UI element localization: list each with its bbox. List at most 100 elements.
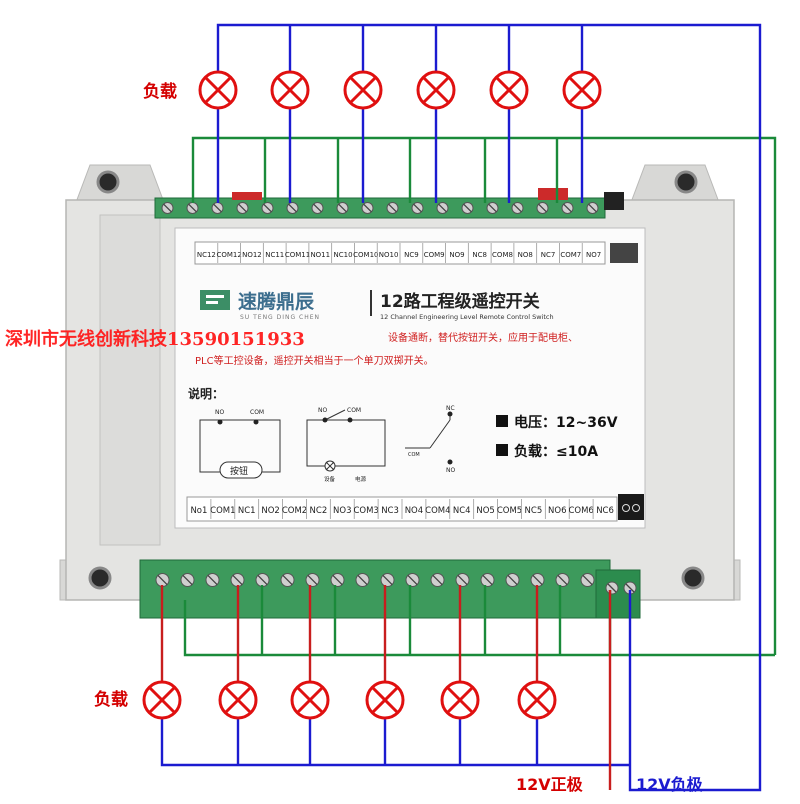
spec-voltage: 电压：12~36V bbox=[496, 414, 618, 431]
bottom-terminal-screw-6[interactable] bbox=[280, 573, 295, 587]
mount-hole bbox=[674, 170, 698, 194]
terminal-label-top-nc11: NC11 bbox=[265, 251, 284, 259]
green-wiring bbox=[183, 136, 777, 657]
bottom-terminal-screw-16[interactable] bbox=[530, 573, 545, 587]
terminal-label-bottom-nc4: NC4 bbox=[453, 506, 471, 516]
terminal-label-bottom-nc2: NC2 bbox=[310, 506, 328, 516]
terminal-label-top-com11: COM11 bbox=[285, 251, 310, 259]
top-terminal-screw-8[interactable] bbox=[336, 202, 349, 214]
terminal-label-bottom-com2: COM2 bbox=[282, 506, 307, 516]
top-load-lamp-1 bbox=[198, 70, 238, 110]
terminal-label-bottom-nc3: NC3 bbox=[381, 506, 399, 516]
top-terminal-screw-2[interactable] bbox=[186, 202, 199, 214]
bottom-terminal-screw-15[interactable] bbox=[505, 573, 520, 587]
description-line-1: 设备通断，替代按钮开关，应用于配电柜、 bbox=[388, 331, 578, 344]
lamp-circuit-figure: NO COM 设备 电源 bbox=[306, 407, 386, 483]
top-terminal-screw-10[interactable] bbox=[386, 202, 399, 214]
terminal-label-bottom-no2: NO2 bbox=[261, 506, 279, 516]
terminal-label-top-nc10: NC10 bbox=[334, 251, 353, 259]
bottom-load-lamp-5 bbox=[440, 680, 480, 720]
spdt-switch-figure: NC COM NO bbox=[405, 405, 455, 474]
top-terminal-screws bbox=[161, 202, 599, 214]
bottom-terminal-screw-12[interactable] bbox=[430, 573, 445, 587]
terminal-label-bottom-com1: COM1 bbox=[210, 506, 235, 516]
bottom-terminal-screw-7[interactable] bbox=[305, 573, 320, 587]
top-terminal-screw-5[interactable] bbox=[261, 202, 274, 214]
bottom-terminal-screw-8[interactable] bbox=[330, 573, 345, 587]
terminal-label-top-no10: NO10 bbox=[379, 251, 399, 259]
spec-load-text: 负载：≤10A bbox=[514, 443, 598, 460]
top-terminal-screw-3[interactable] bbox=[211, 202, 224, 214]
terminal-label-top-no11: NO11 bbox=[310, 251, 330, 259]
terminal-label-top-com10: COM10 bbox=[353, 251, 378, 259]
bottom-terminal-screw-3[interactable] bbox=[205, 573, 220, 587]
brand-logo bbox=[200, 290, 230, 310]
top-terminal-screw-6[interactable] bbox=[286, 202, 299, 214]
terminal-label-bottom-com5: COM5 bbox=[497, 506, 522, 516]
fig-com-label-3: COM bbox=[408, 452, 420, 458]
top-terminal-screw-17[interactable] bbox=[561, 202, 574, 214]
power-positive-label: 12V正极 bbox=[516, 775, 584, 794]
top-terminal-screw-14[interactable] bbox=[486, 202, 499, 214]
bottom-terminal-screw-13[interactable] bbox=[455, 573, 470, 587]
bottom-terminal-screw-14[interactable] bbox=[480, 573, 495, 587]
terminal-label-bottom-no3: NO3 bbox=[333, 506, 351, 516]
spec-voltage-text: 电压：12~36V bbox=[514, 414, 618, 431]
top-terminal-screw-11[interactable] bbox=[411, 202, 424, 214]
terminal-label-top-no8: NO8 bbox=[518, 251, 533, 259]
top-load-lamp-5 bbox=[489, 70, 529, 110]
fig-nc-label: NC bbox=[446, 405, 455, 412]
top-load-lamps bbox=[198, 70, 602, 110]
bottom-terminal-screw-17[interactable] bbox=[555, 573, 570, 587]
terminal-label-top-no9: NO9 bbox=[449, 251, 464, 259]
top-terminal-screw-18[interactable] bbox=[586, 202, 599, 214]
top-terminal-screw-16[interactable] bbox=[536, 202, 549, 214]
top-terminal-screw-1[interactable] bbox=[161, 202, 174, 214]
terminal-label-top-com9: COM9 bbox=[424, 251, 445, 259]
bottom-terminal-screw-9[interactable] bbox=[355, 573, 370, 587]
top-terminal-screw-12[interactable] bbox=[436, 202, 449, 214]
terminal-label-bottom-com3: COM3 bbox=[353, 506, 378, 516]
bottom-terminal-screw-5[interactable] bbox=[255, 573, 270, 587]
terminal-label-top-no12: NO12 bbox=[242, 251, 262, 259]
top-load-lamp-6 bbox=[562, 70, 602, 110]
terminal-label-top-com12: COM12 bbox=[216, 251, 241, 259]
bottom-load-lamp-1 bbox=[142, 680, 182, 720]
brand-pinyin: SU TENG DING CHEN bbox=[240, 314, 320, 321]
bottom-terminal-screw-18[interactable] bbox=[580, 573, 595, 587]
terminal-label-bottom-no4: NO4 bbox=[405, 506, 423, 516]
top-terminal-screw-7[interactable] bbox=[311, 202, 324, 214]
bottom-terminal-screw-2[interactable] bbox=[180, 573, 195, 587]
brand-name: 速腾鼎辰 bbox=[238, 290, 315, 313]
power-terminal-screw-1[interactable] bbox=[605, 581, 619, 595]
fig-no-label-3: NO bbox=[446, 467, 455, 474]
terminal-label-top-com7: COM7 bbox=[560, 251, 581, 259]
bottom-terminal-screw-1[interactable] bbox=[155, 573, 170, 587]
fig-no-label-2: NO bbox=[318, 407, 327, 414]
top-terminal-screw-15[interactable] bbox=[511, 202, 524, 214]
top-terminal-screw-4[interactable] bbox=[236, 202, 249, 214]
bottom-terminal-screw-11[interactable] bbox=[405, 573, 420, 587]
load-label-top: 负载 bbox=[143, 81, 177, 102]
blue-wiring-top bbox=[216, 23, 762, 792]
terminal-label-bottom-nc6: NC6 bbox=[596, 506, 614, 516]
terminal-label-top-nc12: NC12 bbox=[197, 251, 216, 259]
bottom-terminal-screw-4[interactable] bbox=[230, 573, 245, 587]
top-terminal-screw-13[interactable] bbox=[461, 202, 474, 214]
bottom-load-lamp-3 bbox=[290, 680, 330, 720]
description-line-2: PLC等工控设备，遥控开关相当于一个单刀双掷开关。 bbox=[195, 354, 434, 367]
top-load-lamp-4 bbox=[416, 70, 456, 110]
product-subtitle: 12 Channel Engineering Level Remote Cont… bbox=[380, 313, 554, 321]
bottom-load-lamp-6 bbox=[517, 680, 557, 720]
terminal-label-bottom-nc1: NC1 bbox=[238, 506, 256, 516]
bottom-load-lamp-4 bbox=[365, 680, 405, 720]
red-wiring-bottom bbox=[160, 585, 612, 790]
top-terminal-screw-9[interactable] bbox=[361, 202, 374, 214]
spec-load: 负载：≤10A bbox=[496, 443, 598, 460]
fig-com-label-2: COM bbox=[347, 407, 361, 414]
bottom-terminal-screw-10[interactable] bbox=[380, 573, 395, 587]
terminal-label-top-nc9: NC9 bbox=[404, 251, 419, 259]
